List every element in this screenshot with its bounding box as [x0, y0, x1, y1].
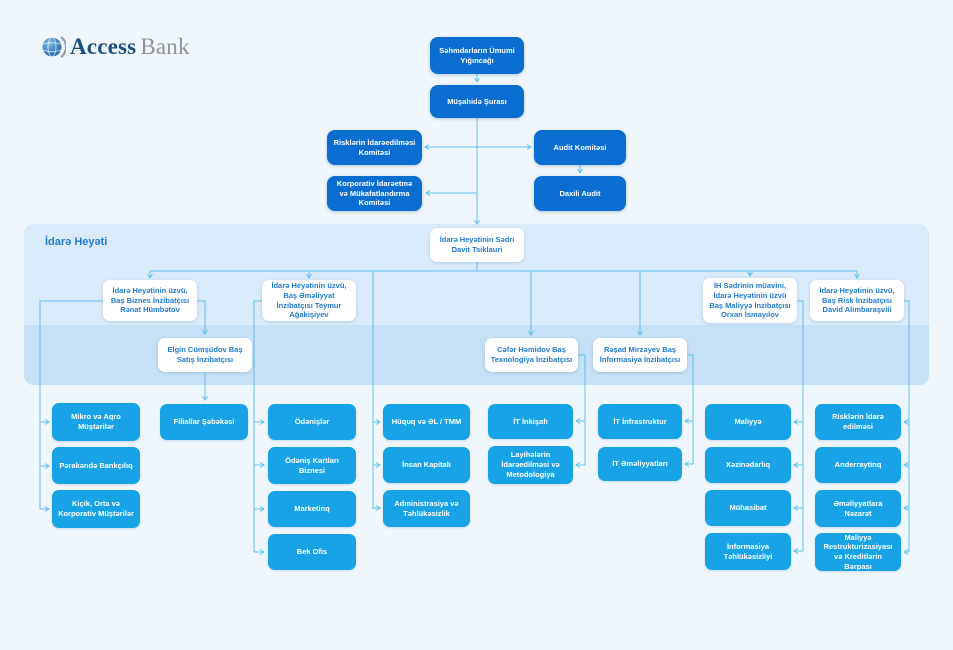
- dept-mikro-aqro-musteriler: Mikro və Aqro Müştərilər: [52, 403, 140, 441]
- dept-maliyye: Maliyyə: [705, 404, 791, 440]
- node-member-operations: İdarə Heyətinin üzvü, Baş Əməliyyat İnzi…: [262, 280, 356, 321]
- node-member-business: İdarə Heyətinin üzvü, Baş Biznes İnzibat…: [103, 280, 197, 321]
- node-audit-committee: Audit Komitəsi: [534, 130, 626, 165]
- node-member-finance: İH Sədrinin müavini, İdarə Heyətinin üzv…: [703, 278, 797, 323]
- logo-text-bank: Bank: [140, 34, 190, 59]
- dept-marketinq: Marketinq: [268, 491, 356, 527]
- dept-filiallar-sebekesi: Filiallar Şəbəkəsi: [160, 404, 248, 440]
- globe-icon: [42, 36, 66, 58]
- dept-it-inkisafi: İT İnkişafı: [488, 404, 573, 439]
- node-information-officer: Rəşad Mirzəyev Baş İnformasiya İnzibatçı…: [593, 338, 687, 372]
- dept-informasiya-tehlukesizliyi: İnformasiya Təhlükəsizliyi: [705, 533, 791, 570]
- logo-text-access: Access: [70, 34, 137, 59]
- dept-xezinedarliq: Xəzinədarlıq: [705, 447, 791, 483]
- node-member-risk: İdarə Heyətinin üzvü, Baş Risk İnzibatçı…: [810, 280, 904, 321]
- management-board-section-label: İdarə Heyəti: [45, 236, 108, 248]
- dept-perakende-bankciliq: Pərakəndə Bankçılıq: [52, 447, 140, 484]
- dept-risklerin-idare-edilmesi: Risklərin İdarə edilməsi: [815, 404, 901, 440]
- node-risk-committee: Risklərin İdarəedilməsi Komitəsi: [327, 130, 422, 165]
- dept-administrasiya-tehlukesizlik: Administrasiya və Təhlükəsizlik: [383, 490, 470, 527]
- dept-emeliyyatlara-nezaret: Əməliyyatlara Nəzarət: [815, 490, 901, 527]
- dept-maliyye-restrukturizasiyasi: Maliyyə Restrukturizasiyası və Kreditlər…: [815, 533, 901, 571]
- node-chairman: İdarə Heyətinin Sədri Davit Tsiklauri: [430, 228, 524, 262]
- dept-muhasibat: Mühasibat: [705, 490, 791, 526]
- dept-it-emeliyyatlari: İT Əməliyyatları: [598, 447, 682, 481]
- dept-huquq-el-tmm: Hüquq və ƏL / TMM: [383, 404, 470, 440]
- node-shareholders-meeting: Səhmdarların Ümumi Yığıncağı: [430, 37, 524, 74]
- dept-bek-ofis: Bek Ofis: [268, 534, 356, 570]
- dept-insan-kapitali: İnsan Kapitalı: [383, 447, 470, 483]
- node-sales-officer: Elgin Cümşüdov Baş Satış İnzibatçısı: [158, 338, 252, 372]
- node-corporate-committee: Korporativ İdarəetmə və Mükafatlandırma …: [327, 176, 422, 211]
- node-technology-officer: Cəfər Həmidov Baş Texnologiya İnzibatçıs…: [485, 338, 578, 372]
- dept-it-infrastruktur: İT İnfrastruktur: [598, 404, 682, 439]
- dept-layihelerin-idareedilmesi: Layihələrin İdarəedilməsi və Metodologiy…: [488, 446, 573, 484]
- dept-odenis-kartlari-biznesi: Ödəniş Kartları Biznesi: [268, 447, 356, 484]
- dept-kicik-orta-korporativ: Kiçik, Orta və Korporativ Müştərilər: [52, 490, 140, 528]
- dept-anderraytinq: Anderraytinq: [815, 447, 901, 483]
- node-supervisory-board: Müşahidə Şurası: [430, 85, 524, 118]
- dept-odenisler: Ödənişlər: [268, 404, 356, 440]
- node-internal-audit: Daxili Audit: [534, 176, 626, 211]
